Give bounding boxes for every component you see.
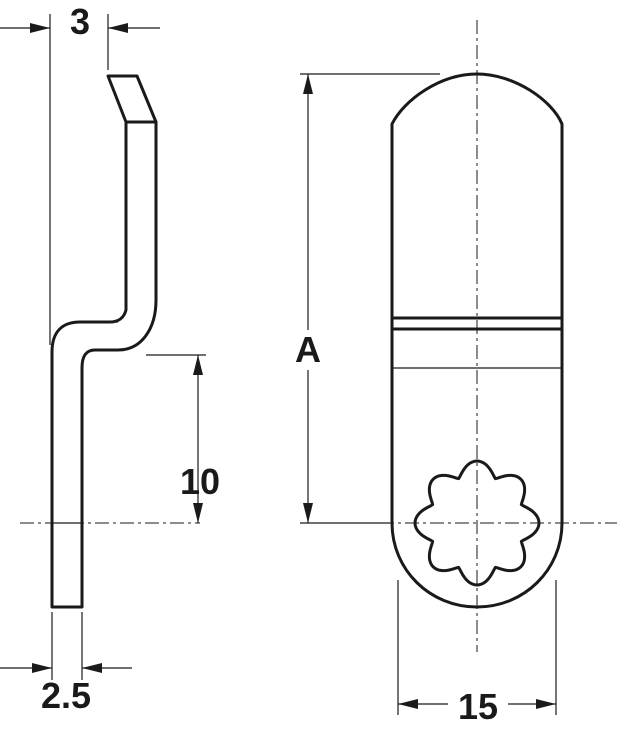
dimension-offset-height: 10 [146, 354, 220, 523]
dimension-label-3: 3 [70, 1, 90, 42]
arrow-head-right [536, 699, 556, 709]
dimension-length: A [295, 73, 440, 524]
arrow-head-left [398, 699, 418, 709]
arrow-head-right [108, 23, 128, 33]
arrow-head-up [193, 355, 203, 375]
dimension-label-15: 15 [458, 686, 498, 727]
dimension-label-a: A [295, 329, 321, 370]
cam-front-outline [390, 72, 564, 609]
splined-drive-hole [413, 459, 541, 587]
dimension-thickness-top: 3 [0, 1, 160, 345]
arrow-head-up [303, 74, 313, 94]
cam-side-profile [50, 74, 158, 609]
front-view [380, 20, 617, 652]
dimension-label-2-5: 2.5 [41, 675, 91, 716]
arrow-head-down [303, 503, 313, 523]
arrow-head-right [82, 663, 102, 673]
arrow-head-down [193, 503, 203, 523]
arrow-head-left [30, 23, 50, 33]
dimension-width: 15 [397, 580, 557, 727]
arrow-head-left [32, 663, 52, 673]
dimension-label-10: 10 [180, 461, 220, 502]
side-view [20, 74, 200, 609]
dimension-thickness-bottom: 2.5 [0, 612, 132, 716]
